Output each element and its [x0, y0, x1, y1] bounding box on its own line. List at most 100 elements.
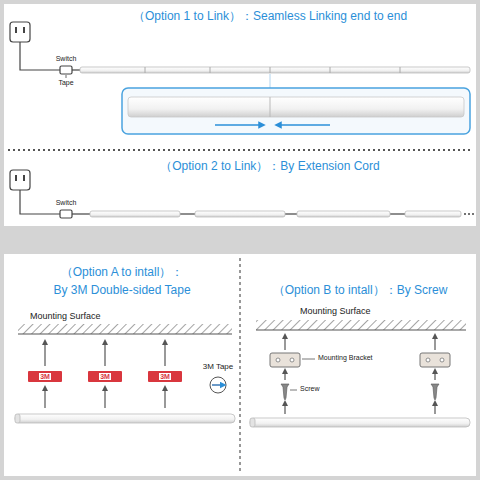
mounting-surface	[256, 320, 466, 330]
power-cord	[72, 69, 80, 70]
surface-name: Mounting Surface	[30, 311, 101, 321]
light-bar	[15, 414, 235, 423]
part-name: Screw	[300, 385, 319, 393]
light-bar-linked	[330, 67, 331, 73]
extension-cords	[72, 213, 90, 214]
zoom-inset	[122, 88, 470, 134]
light-bar-segments	[297, 211, 390, 217]
up-arrows	[104, 342, 105, 366]
up-arrows	[44, 388, 45, 408]
zoom-inset	[270, 97, 271, 117]
screw	[281, 384, 289, 400]
zoom-inset	[215, 124, 262, 126]
up-arrows	[434, 371, 435, 380]
screw	[281, 384, 439, 400]
power-plug	[15, 175, 17, 181]
tape-peel-icon	[212, 384, 223, 385]
tape-peel-icon	[210, 377, 226, 393]
part-name: Tape	[58, 79, 73, 87]
power-cord	[20, 42, 60, 70]
light-bar	[250, 418, 470, 427]
part-name: Switch	[56, 55, 77, 63]
power-plug	[23, 27, 25, 33]
tape-strip	[28, 371, 62, 382]
up-arrows	[164, 342, 165, 366]
extension-cords	[285, 213, 297, 214]
light-bar-linked	[210, 67, 211, 73]
power-plug	[15, 27, 17, 33]
light-bar-segments	[90, 211, 180, 217]
zoom-inset	[122, 88, 470, 134]
light-bar-linked	[270, 67, 271, 73]
part-name: Switch	[56, 199, 77, 207]
surface-name: Mounting Surface	[300, 306, 371, 316]
power-plug	[10, 22, 30, 42]
mounting-surface	[256, 320, 466, 330]
mounting-bracket	[270, 353, 450, 367]
light-bar	[250, 418, 255, 427]
screw	[431, 384, 439, 400]
mounting-bracket	[290, 358, 294, 362]
up-arrows	[104, 388, 105, 408]
zoom-leader	[270, 74, 271, 88]
light-bar-segments	[90, 211, 461, 217]
mounting-bracket	[270, 353, 300, 367]
part-name: 3M Tape	[203, 362, 234, 371]
up-arrows	[434, 336, 435, 350]
light-bar-linked	[400, 67, 401, 73]
mounting-surface	[18, 333, 232, 334]
tape-strip	[28, 371, 182, 382]
row-divider	[8, 149, 472, 151]
section-heading: （Option 1 to Link）：Seamless Linking end …	[133, 10, 407, 24]
power-plug	[10, 22, 30, 42]
leader-line	[290, 390, 297, 391]
up-arrows	[284, 336, 285, 350]
power-plug	[23, 175, 25, 181]
continuation-dots	[472, 213, 474, 215]
continuation-dots	[464, 213, 474, 215]
light-bar	[250, 418, 470, 427]
mounting-surface	[256, 329, 466, 330]
tape-strip	[88, 371, 122, 382]
light-bar-linked	[80, 67, 470, 73]
up-arrows	[45, 342, 165, 408]
light-bar-linked	[145, 67, 146, 73]
section-heading: （Option B to intall）：By Screw	[273, 284, 448, 298]
mounting-bracket	[276, 358, 280, 362]
up-arrows	[434, 403, 435, 414]
section-heading: By 3M Double-sided Tape	[53, 284, 190, 298]
extension-cords	[180, 213, 195, 214]
section-heading: （Option 2 to Link）：By Extension Cord	[160, 160, 379, 174]
bottom-panel	[4, 254, 476, 476]
tape-logo: 3M	[159, 373, 171, 380]
leader-line	[302, 359, 315, 360]
light-bar	[15, 414, 20, 423]
section-heading: （Option A to intall）：	[61, 266, 184, 280]
tape-logo: 3M	[99, 373, 111, 380]
power-plug	[10, 170, 30, 190]
light-bar	[15, 414, 235, 423]
up-arrows	[284, 403, 285, 414]
light-bar-segments	[195, 211, 285, 217]
power-cord	[20, 190, 60, 214]
tape-logo: 3M	[39, 373, 51, 380]
mounting-bracket	[440, 358, 444, 362]
zoom-inset	[128, 97, 464, 117]
power-plug	[10, 170, 30, 190]
tape-strip	[148, 371, 182, 382]
continuation-dots	[468, 213, 470, 215]
mounting-bracket	[420, 353, 450, 367]
switch-symbol	[60, 66, 72, 74]
mounting-surface	[18, 324, 232, 334]
part-name: Mounting Bracket	[318, 354, 372, 362]
up-arrows	[285, 336, 435, 414]
continuation-dots	[464, 213, 466, 215]
up-arrows	[164, 388, 165, 408]
up-arrows	[284, 371, 285, 380]
light-bar-segments	[405, 211, 461, 217]
light-bar-linked	[80, 67, 470, 73]
